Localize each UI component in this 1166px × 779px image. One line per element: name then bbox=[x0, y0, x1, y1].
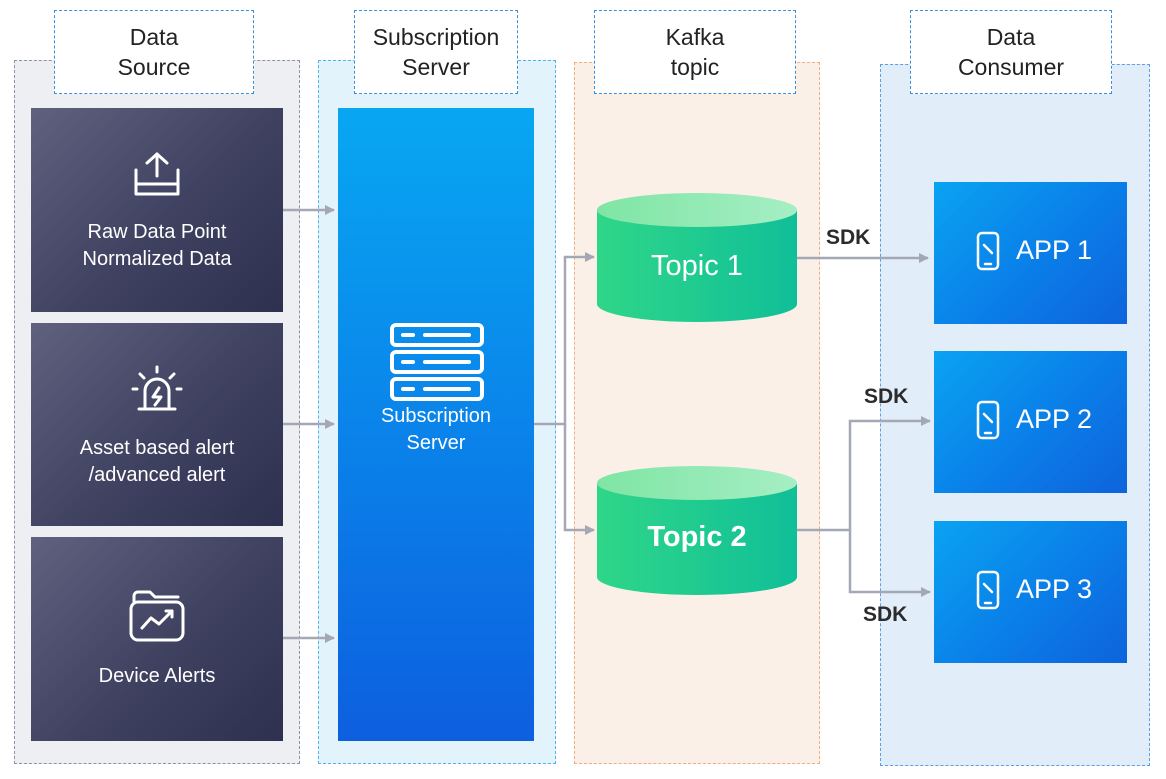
device-alerts-source-label: Device Alerts bbox=[98, 665, 216, 687]
arrow-server-to-topic1 bbox=[534, 252, 595, 426]
alarm-siren-icon bbox=[129, 363, 185, 423]
app-1-label: APP 1 bbox=[1016, 235, 1093, 265]
topic-2-cylinder bbox=[597, 466, 797, 595]
arrow-topic2-to-app2 bbox=[797, 416, 931, 532]
sdk-label-app2: SDK bbox=[864, 385, 909, 408]
kafka-topic-header: Kafka topic bbox=[594, 10, 796, 94]
sdk-label-app3: SDK bbox=[863, 603, 908, 626]
data-source-header: Data Source bbox=[54, 10, 254, 94]
device-alerts-source-box: Device Alerts bbox=[31, 537, 283, 741]
subscription-server-header: Subscription Server bbox=[354, 10, 518, 94]
chart-folder-icon bbox=[128, 588, 186, 652]
app-2-label: APP 2 bbox=[1016, 404, 1093, 434]
topic-1-cylinder bbox=[597, 193, 797, 322]
phone-icon bbox=[976, 400, 1000, 445]
subscription-server-label: Subscription Server bbox=[380, 405, 492, 454]
upload-tray-icon bbox=[132, 150, 182, 208]
app-2-box: APP 2 bbox=[934, 351, 1127, 493]
subscription-server-block bbox=[338, 108, 534, 741]
phone-icon bbox=[976, 231, 1000, 276]
server-stack-icon bbox=[389, 322, 485, 407]
asset-alert-source-label: Asset based alert /advanced alert bbox=[79, 437, 235, 486]
sdk-label-app1: SDK bbox=[826, 226, 871, 249]
app-1-box: APP 1 bbox=[934, 182, 1127, 324]
app-3-label: APP 3 bbox=[1016, 574, 1093, 604]
raw-data-source-box: Raw Data Point Normalized Data bbox=[31, 108, 283, 312]
asset-alert-source-box: Asset based alert /advanced alert bbox=[31, 323, 283, 526]
app-3-box: APP 3 bbox=[934, 521, 1127, 663]
raw-data-source-label: Raw Data Point Normalized Data bbox=[82, 221, 232, 270]
topic-2-label: Topic 2 bbox=[647, 521, 747, 553]
arrow-topic2-to-app3 bbox=[848, 530, 931, 597]
topic-1-label: Topic 1 bbox=[651, 250, 743, 282]
data-consumer-header: Data Consumer bbox=[910, 10, 1112, 94]
phone-icon bbox=[976, 570, 1000, 615]
arrow-server-to-topic2 bbox=[563, 424, 595, 535]
kafka-topic-column bbox=[574, 62, 820, 764]
